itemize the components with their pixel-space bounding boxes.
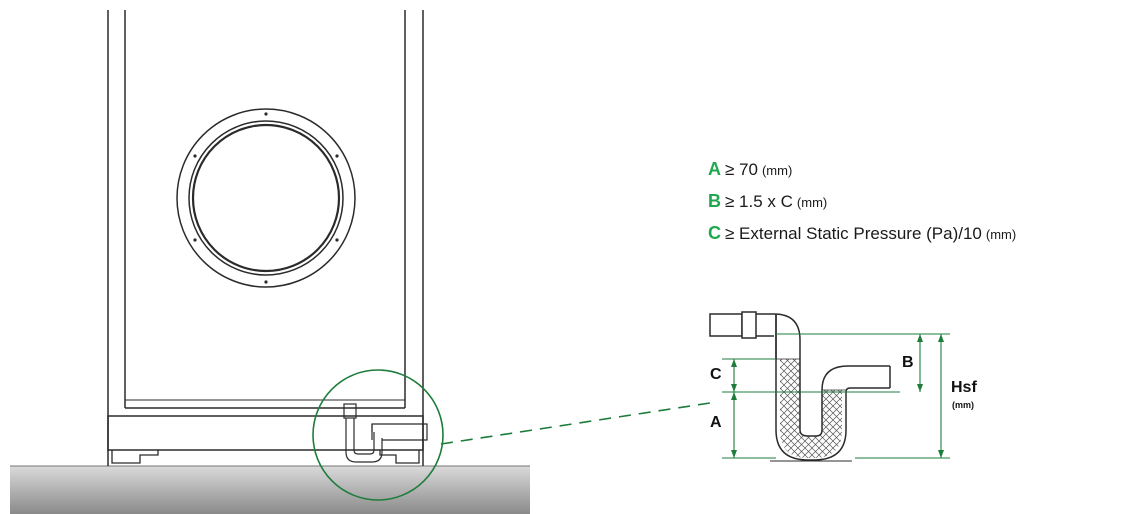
spec-b-unit: (mm) xyxy=(796,195,828,210)
dim-label-a: A xyxy=(710,414,722,431)
spec-c-expr: ≥ External Static Pressure (Pa)/10 xyxy=(725,224,982,243)
spec-c: C≥ External Static Pressure (Pa)/10(mm) xyxy=(708,223,1016,244)
dim-label-c: C xyxy=(710,366,722,383)
dim-label-b: B xyxy=(902,354,914,371)
dim-label-hsf-unit: (mm) xyxy=(952,400,974,410)
dimension-arrows xyxy=(731,334,944,458)
spec-b-letter: B xyxy=(708,191,721,211)
spec-a-expr: ≥ 70 xyxy=(725,160,758,179)
spec-a-unit: (mm) xyxy=(761,163,793,178)
spec-a: A≥ 70(mm) xyxy=(708,159,792,180)
zoom-circle xyxy=(312,369,444,501)
spec-c-unit: (mm) xyxy=(985,227,1017,242)
dimension-lines xyxy=(722,333,950,459)
floor xyxy=(10,465,530,514)
spec-c-letter: C xyxy=(708,223,721,243)
unit-drain-trap xyxy=(343,403,428,463)
zoom-connector xyxy=(440,402,711,445)
spec-b: B≥ 1.5 x C(mm) xyxy=(708,191,827,212)
dim-label-hsf: Hsf xyxy=(951,379,977,396)
spec-a-letter: A xyxy=(708,159,721,179)
duct-opening xyxy=(176,108,356,288)
indoor-unit-cabinet xyxy=(107,10,424,466)
spec-b-expr: ≥ 1.5 x C xyxy=(725,192,793,211)
drain-trap-detail xyxy=(709,311,891,462)
